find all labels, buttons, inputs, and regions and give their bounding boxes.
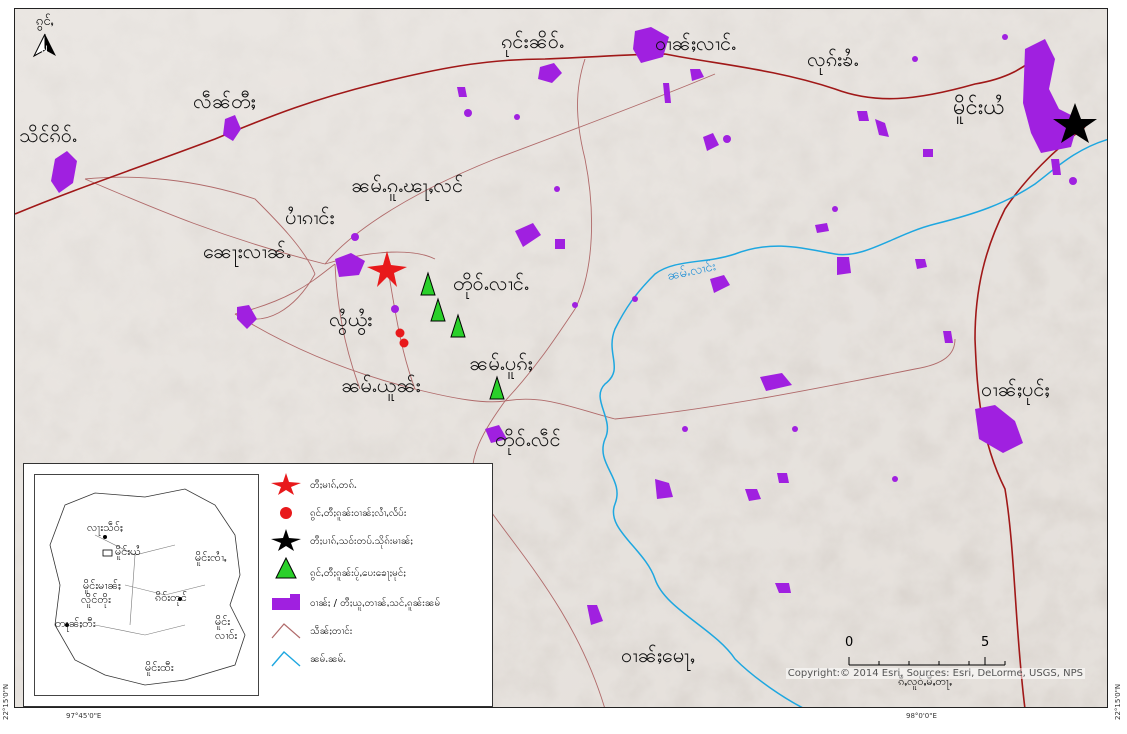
coord-lat-right: 22°15'0"N <box>1114 683 1122 720</box>
red-dot-icon[interactable] <box>399 338 409 348</box>
legend-label: တီႈပၢၵ်ႇသဝ်းတပ်ႉသိုၵ်းမၢၼ်ႈ <box>310 536 413 547</box>
road-line-icon <box>271 623 301 639</box>
green-triangle-icon <box>275 556 297 579</box>
place-label: ဝၢၼ်ႈမေႃႇ <box>621 643 695 667</box>
legend-label: ၼမ်ႉၼမ်ႉ <box>310 654 346 665</box>
legend-label: သဵၼ်ႈတၢင်း <box>310 626 353 637</box>
north-arrow-icon: N <box>32 33 56 58</box>
inset-label: မိူင်းမၢၼ်ႈ <box>83 579 121 592</box>
copyright-text: Copyright:© 2014 Esri, Sources: Esri, De… <box>785 668 1085 679</box>
inset-label: တႃၼ်ႈတီး <box>55 617 96 630</box>
scale-tick: 5 <box>981 635 990 650</box>
legend-item: တီႈမၢၵ်ႇတၵ်ႉ <box>268 470 490 498</box>
river <box>599 138 1107 707</box>
legend-label: တီႈမၢၵ်ႇတၵ်ႉ <box>310 480 357 491</box>
red-star-icon[interactable] <box>367 251 407 287</box>
legend-label: ဝၢၼ်ႈ / တီႈယူႇတၢၼ်ႇသင်ႇၵူၼ်းၼမ် <box>310 598 441 609</box>
inset-outline <box>49 488 246 686</box>
coord-lon-right: 98°0'0"E <box>906 712 937 720</box>
place-label: ၵုင်းၼိဝ်ႉ <box>501 29 565 53</box>
legend-item: ၵွင်ႇတီႈၵူၼ်းဝၢၼ်ႈလၢႆႇလႅပ်း <box>268 498 490 526</box>
place-label: ၼမ်ႉၵူႉၽႃႇလင် <box>351 173 464 197</box>
river-line-icon <box>271 651 301 667</box>
place-label: လွႆယွႆး <box>329 307 373 331</box>
north-label: ၵွင်ႇ <box>36 14 54 29</box>
inset-label: လၢဝ်း <box>215 629 238 642</box>
coord-lon-left: 97°45'0"E <box>66 712 102 720</box>
green-triangle-icon[interactable] <box>430 297 446 322</box>
place-label: မိူင်းယႆ <box>953 95 1005 120</box>
place-label: လုၵ်းၶႆႉ <box>807 47 859 71</box>
inset-label: မိူင်းထီး <box>145 661 174 674</box>
inset-label: မိူင်း <box>215 615 231 628</box>
inset-label: မိူင်းယႆ <box>115 545 141 558</box>
north-arrow: ၵွင်ႇ N <box>25 13 65 62</box>
place-label: ၼမ်ႉယူၼ်း <box>341 373 421 397</box>
inset-focus-box <box>102 549 113 557</box>
red-dot-icon[interactable] <box>395 328 405 338</box>
red-star-icon <box>271 473 301 495</box>
green-triangle-icon[interactable] <box>450 313 466 338</box>
legend-item: တီႈပၢၵ်ႇသဝ်းတပ်ႉသိုၵ်းမၢၼ်ႈ <box>268 526 490 554</box>
green-triangle-icon[interactable] <box>489 375 505 400</box>
legend: လႃးသဵဝ်ႈ မိူင်းယႆ မိူင်းၸၢႆႇ မိူင်းမၢၼ်ႈ… <box>23 463 493 707</box>
map-frame[interactable]: ၵွင်ႇ N ၵုင်းၼိဝ်ႉ ဝၢၼ်ႈလၢင်ႉ လုၵ်းၶႆႉ မ… <box>14 8 1108 708</box>
scale-graphic <box>848 657 1006 666</box>
main-road <box>15 48 1086 707</box>
place-label: ဝၢၼ်ႈပုင်ႈ <box>981 377 1050 401</box>
place-label: လဵၼ်တီႈ <box>193 89 256 113</box>
red-dot-icon <box>280 507 292 519</box>
inset-label: လႃးသဵဝ်ႈ <box>87 521 123 534</box>
svg-text:N: N <box>41 45 48 55</box>
green-triangle-icon[interactable] <box>420 271 436 296</box>
place-label: ၼမ်ႉပူၵ်ႈ <box>469 351 533 375</box>
coord-lat-left: 22°15'0"N <box>2 683 10 720</box>
purple-area-icon <box>272 594 300 610</box>
legend-item: ၼမ်ႉၼမ်ႉ <box>268 644 490 672</box>
inset-label: လိူင်တိုး <box>81 593 111 606</box>
place-label: တိုဝ်ႉလဵင် <box>495 427 561 451</box>
inset-label: ၵိဝ်းတုင် <box>155 591 187 604</box>
legend-label: ၵွင်ႇတီႈၵူၼ်းဝၢၼ်ႈလၢႆႇလႅပ်း <box>310 508 407 519</box>
locator-inset-map: လႃးသဵဝ်ႈ မိူင်းယႆ မိူင်းၸၢႆႇ မိူင်းမၢၼ်ႈ… <box>34 474 259 696</box>
legend-item: ၵွင်ႇတီႈၵူၼ်းပႂ်ႇပေးၶေႃႈမုင်ႈ <box>268 554 490 588</box>
legend-item: သဵၼ်ႈတၢင်း <box>268 616 490 644</box>
legend-items: တီႈမၢၵ်ႇတၵ်ႉ ၵွင်ႇတီႈၵူၼ်းဝၢၼ်ႈလၢႆႇလႅပ်း… <box>268 470 490 672</box>
scale-tick: 0 <box>845 635 854 650</box>
legend-label: ၵွင်ႇတီႈၵူၼ်းပႂ်ႇပေးၶေႃႈမုင်ႈ <box>310 568 406 579</box>
place-label: ဝၢၼ်ႈလၢင်ႉ <box>655 31 737 55</box>
legend-item: ဝၢၼ်ႈ / တီႈယူႇတၢၼ်ႇသင်ႇၵူၼ်းၼမ် <box>268 588 490 616</box>
black-star-icon[interactable] <box>1053 103 1097 143</box>
inset-label: မိူင်းၸၢႆႇ <box>195 551 227 564</box>
place-label: ပၢႆၵၢင်း <box>285 205 335 229</box>
place-label: ၼေႃးလၢၼ်ႉ <box>203 239 292 263</box>
place-label: တိုဝ်ႉလၢင်ႉ <box>453 271 529 295</box>
place-label: သိင်ၵိဝ်ႉ <box>19 123 77 147</box>
black-star-icon <box>271 529 301 551</box>
